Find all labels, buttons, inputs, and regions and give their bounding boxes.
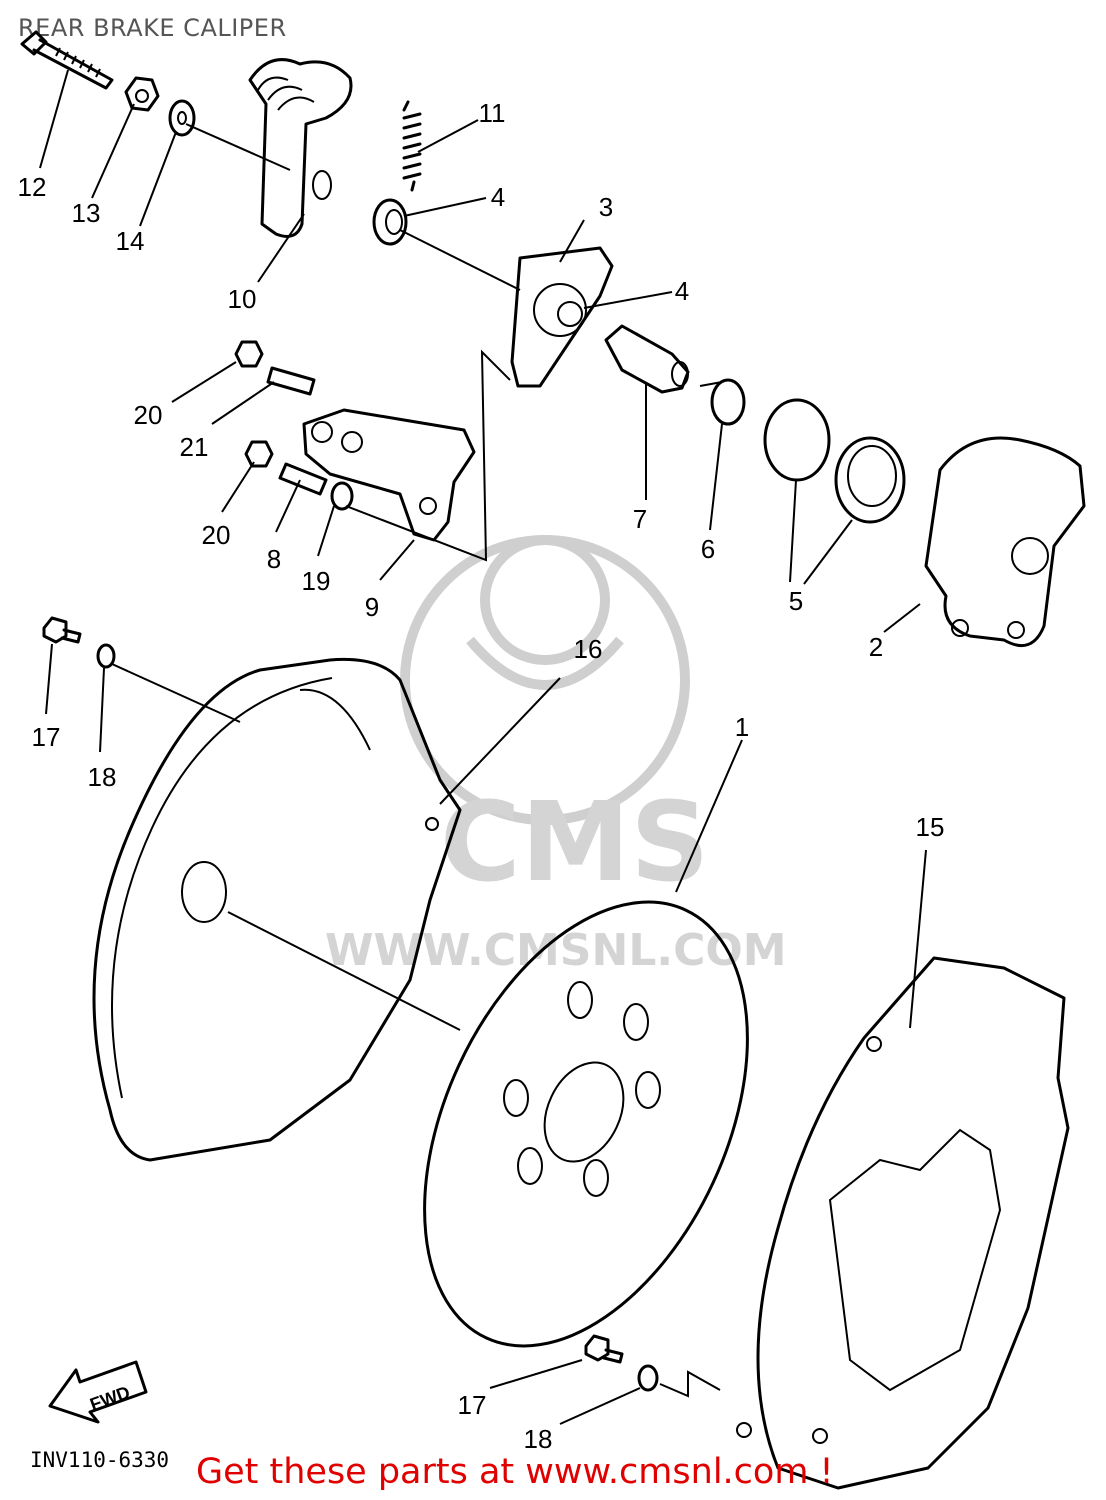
callout-4b: 4: [675, 276, 689, 306]
part-2-caliper-body: [924, 436, 1086, 648]
part-8-stud: [278, 462, 328, 496]
callout-3: 3: [599, 192, 613, 222]
part-6-plug: [699, 378, 746, 426]
callout-5: 5: [789, 586, 803, 616]
callout-12: 12: [18, 172, 47, 202]
callout-2: 2: [869, 632, 883, 662]
callout-6: 6: [701, 534, 715, 564]
callout-11: 11: [479, 98, 506, 128]
part-10-lever: [248, 58, 353, 238]
callout-16: 16: [574, 634, 603, 664]
callout-10: 10: [228, 284, 257, 314]
part-19-washer: [330, 481, 354, 511]
fwd-arrow: FWD: [48, 1360, 148, 1424]
cmsnl-watermark: CMS WWW.CMSNL.COM: [325, 535, 787, 976]
part-17-bolt-upper: [42, 616, 82, 644]
callout-19: 19: [302, 566, 331, 596]
part-20-nut-lower: [244, 440, 274, 468]
callout-20a: 20: [134, 400, 163, 430]
drawing-code: INV110-6330: [30, 1448, 170, 1472]
callout-15: 15: [916, 812, 945, 842]
leader-lines: [39, 69, 927, 1425]
callout-9: 9: [365, 592, 379, 622]
part-12-bolt: [20, 30, 114, 90]
callout-17a: 17: [32, 722, 61, 752]
callout-17b: 17: [458, 1390, 487, 1420]
callout-21: 21: [180, 432, 209, 462]
part-14-washer: [168, 99, 196, 137]
part-21-stud: [266, 366, 316, 396]
part-20-nut-upper: [234, 340, 264, 368]
part-18-washer-lower: [637, 1364, 659, 1392]
part-9-bracket: [302, 408, 476, 542]
watermark-url: WWW.CMSNL.COM: [325, 925, 787, 976]
callout-18b: 18: [524, 1424, 553, 1454]
part-7-adjuster: [604, 324, 690, 394]
part-5-piston-seals: [763, 398, 906, 524]
part-18-washer-upper: [96, 643, 116, 669]
callout-4a: 4: [491, 182, 505, 212]
part-4-seal-upper: [372, 198, 408, 246]
part-3-cover: [510, 246, 614, 388]
buy-parts-link[interactable]: Get these parts at www.cmsnl.com !: [196, 1452, 834, 1492]
watermark-brand: CMS: [440, 778, 709, 906]
callout-20b: 20: [202, 520, 231, 550]
part-11-spring: [402, 100, 422, 192]
callout-labels: 12 13 14 10 11 4 3 4 20 21 20 8 19 9 7 6…: [18, 98, 945, 1454]
callout-14: 14: [116, 226, 145, 256]
callout-1: 1: [735, 712, 749, 742]
fwd-arrow-label: FWD: [87, 1382, 132, 1415]
part-16-dust-cover: [92, 657, 462, 1162]
part-15-backing-plate: [736, 956, 1070, 1490]
callout-8: 8: [267, 544, 281, 574]
callout-13: 13: [72, 198, 101, 228]
diagram-title: REAR BRAKE CALIPER: [18, 14, 287, 42]
part-17-bolt-lower: [584, 1334, 624, 1364]
callout-7: 7: [633, 504, 647, 534]
part-1-disc: [423, 900, 749, 1348]
part-13-nut: [124, 76, 160, 112]
callout-18a: 18: [88, 762, 117, 792]
